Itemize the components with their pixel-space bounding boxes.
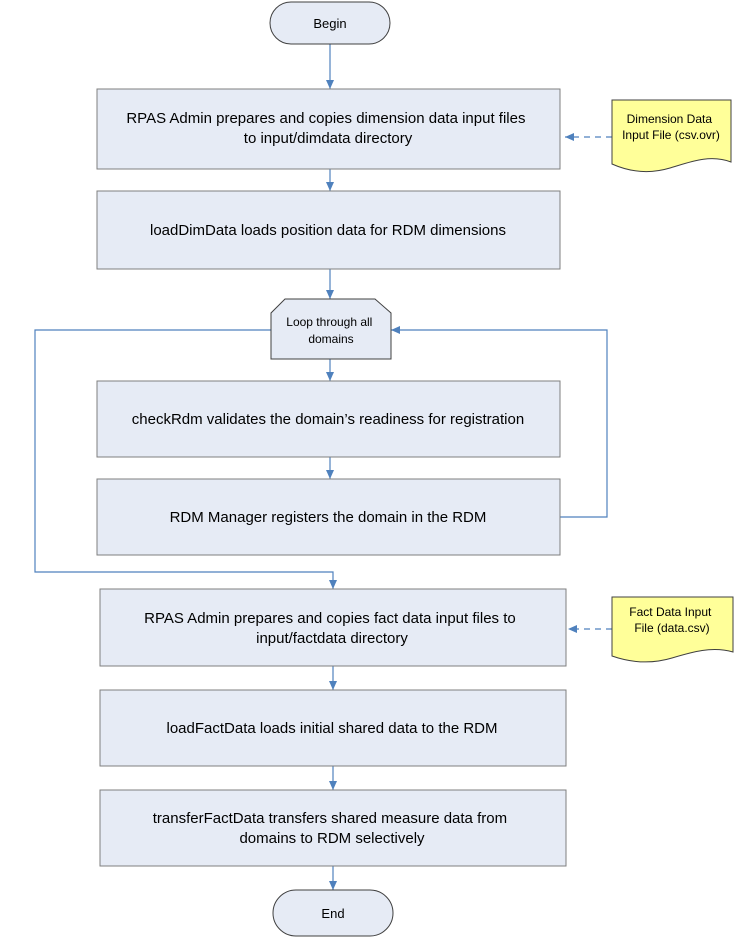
dim-input-label: Dimension Data Input File (csv.ovr) [622, 112, 720, 142]
check-rdm-label: checkRdm validates the domain’s readines… [132, 411, 524, 428]
end-terminator: End [272, 889, 394, 937]
process-prepare-fact: RPAS Admin prepares and copies fact data… [99, 588, 567, 667]
process-prepare-dim: RPAS Admin prepares and copies dimension… [96, 88, 561, 170]
load-dim-label: loadDimData loads position data for RDM … [150, 222, 506, 239]
loop-limit: Loop through all domains [270, 298, 392, 360]
document-fact-input: Fact Data Input File (data.csv) [611, 596, 734, 663]
arrow-register-loop-back [391, 326, 608, 518]
process-transfer-fact: transferFactData transfers shared measur… [99, 789, 567, 867]
register-label: RDM Manager registers the domain in the … [170, 509, 487, 526]
process-load-fact: loadFactData loads initial shared data t… [99, 689, 567, 767]
connectors [34, 44, 612, 890]
loop-label: Loop through all domains [286, 315, 375, 346]
begin-label: Begin [313, 16, 346, 31]
arrow-loop-exit-to-prepare-fact [34, 329, 337, 589]
transfer-fact-label: transferFactData transfers shared measur… [153, 810, 512, 847]
fact-input-label: Fact Data Input File (data.csv) [629, 605, 714, 635]
process-check-rdm: checkRdm validates the domain’s readines… [96, 380, 561, 458]
prepare-fact-label: RPAS Admin prepares and copies fact data… [144, 610, 520, 647]
process-register: RDM Manager registers the domain in the … [96, 478, 561, 556]
load-fact-label: loadFactData loads initial shared data t… [166, 720, 497, 737]
process-load-dim: loadDimData loads position data for RDM … [96, 190, 561, 270]
prepare-dim-label: RPAS Admin prepares and copies dimension… [126, 110, 529, 147]
document-dim-input: Dimension Data Input File (csv.ovr) [611, 99, 732, 172]
end-label: End [321, 906, 344, 921]
begin-terminator: Begin [269, 1, 391, 45]
